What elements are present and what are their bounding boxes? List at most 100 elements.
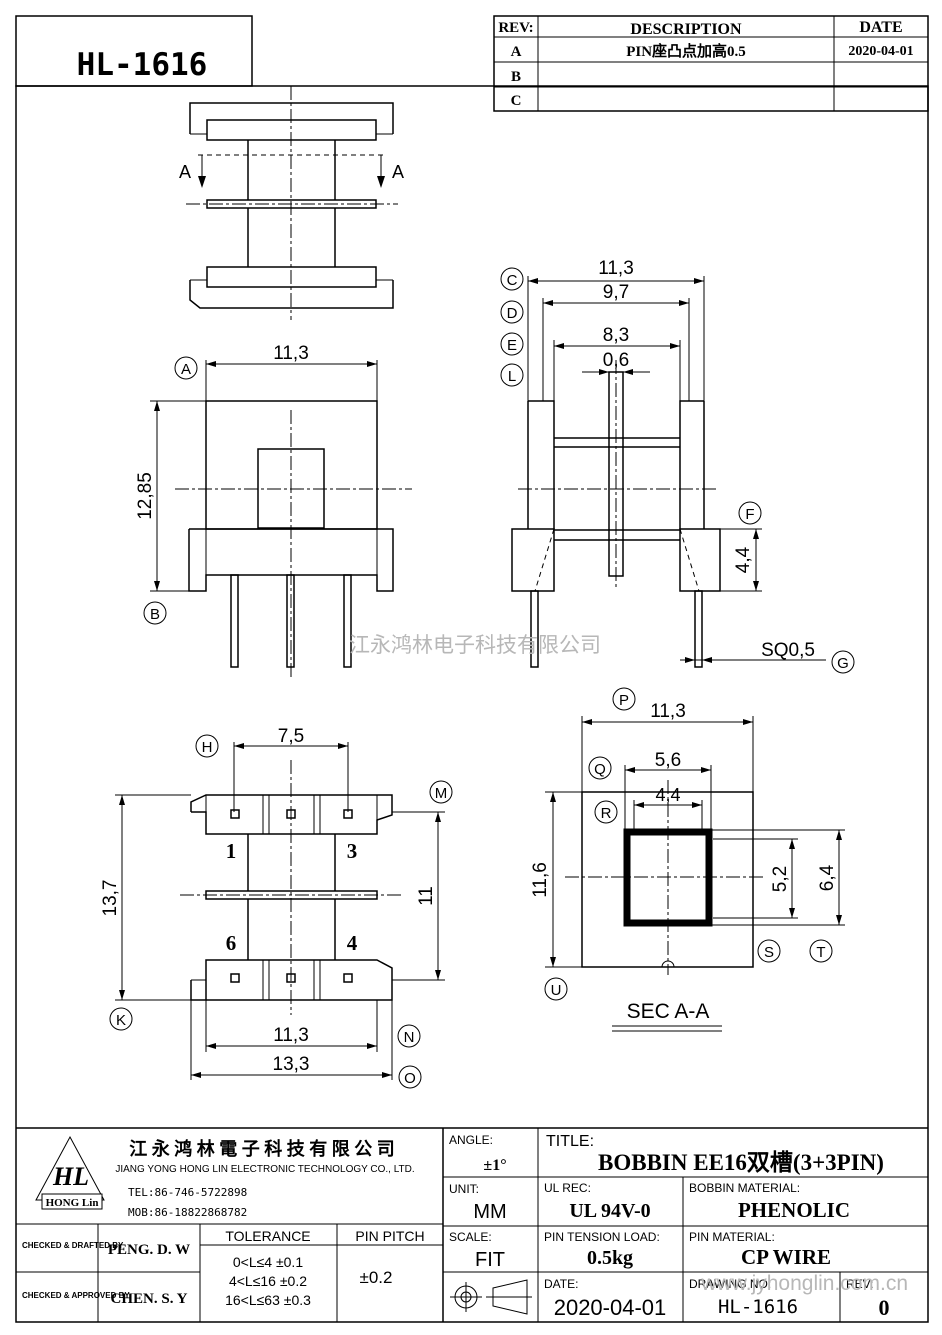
checked-drafted-label: CHECKED & DRAFTED BY <box>22 1241 124 1250</box>
title-value: BOBBIN EE16双槽(3+3PIN) <box>598 1150 884 1175</box>
bobbin-material-value: PHENOLIC <box>738 1198 850 1222</box>
tolerance-line-1: 0<L≤4 ±0.1 <box>233 1254 303 1270</box>
pin-material-label: PIN MATERIAL: <box>689 1230 775 1244</box>
company-name-cn: 江 永 鸿 林 電 子 科 技 有 限 公 司 <box>129 1138 395 1159</box>
callout-p: P <box>619 692 629 709</box>
dim-section-11-3: 11,3 <box>650 701 686 722</box>
checked-drafted-name: PENG. D. W <box>108 1242 190 1258</box>
company-mob: MOB:86-18822868782 <box>128 1206 247 1219</box>
pin-pitch-value: ±0.2 <box>360 1268 393 1287</box>
callout-f: F <box>745 506 754 523</box>
dim-bottom-11-3: 11,3 <box>273 1025 309 1046</box>
dim-pin-square: SQ0,5 <box>761 640 815 661</box>
rev-row-a-id: A <box>511 44 522 60</box>
part-no-box <box>15 15 253 87</box>
angle-value: ±1° <box>483 1157 506 1174</box>
revision-table: REV: DESCRIPTION DATE A PIN座凸点加高0.5 2020… <box>493 15 929 112</box>
callout-b: B <box>150 606 160 623</box>
dim-bottom-7-5: 7,5 <box>278 726 304 747</box>
dim-side-8-3: 8,3 <box>603 325 629 346</box>
unit-label: UNIT: <box>449 1182 479 1196</box>
dim-section-6-4: 6,4 <box>817 864 838 891</box>
company-tel: TEL:86-746-5722898 <box>128 1186 247 1199</box>
unit-value: MM <box>473 1201 506 1223</box>
callout-t: T <box>816 944 825 961</box>
pin-number-6: 6 <box>226 931 237 955</box>
tolerance-line-2: 4<L≤16 ±0.2 <box>229 1273 307 1289</box>
dim-section-5-6: 5,6 <box>655 750 681 771</box>
pin-tension-label: PIN TENSION LOAD: <box>544 1230 660 1244</box>
watermark-url: www.jyhonglin.com.cn <box>700 1272 908 1295</box>
pin-number-1: 1 <box>226 839 237 863</box>
dim-bottom-13-7: 13,7 <box>100 880 121 917</box>
side-view: 11,3 9,7 8,3 0,6 4,4 SQ0,5 <box>511 258 826 668</box>
pin-pitch-label: PIN PITCH <box>355 1228 424 1244</box>
projection-symbol-icon <box>450 1279 532 1315</box>
dim-side-0-6: 0,6 <box>603 350 629 371</box>
dim-side-4-4: 4,4 <box>733 546 754 573</box>
section-marker-left: A <box>179 162 191 182</box>
ul-label: UL REC: <box>544 1181 591 1195</box>
rev-row-a-description: PIN座凸点加高0.5 <box>626 42 746 60</box>
dim-bottom-11: 11 <box>416 886 437 906</box>
dim-side-outer: 11,3 <box>598 258 634 279</box>
checked-approved-label: CHECKED & APPROVED BY <box>22 1291 130 1300</box>
dim-front-width: 11,3 <box>273 343 309 364</box>
date-label: DATE: <box>544 1277 578 1291</box>
dim-section-4-4: 4,4 <box>655 785 680 805</box>
callouts: A B C D E L F G H M K N O P Q R S T U <box>109 267 855 1089</box>
callout-s: S <box>764 944 774 961</box>
description-header: DESCRIPTION <box>630 21 742 38</box>
company-name-en: JIANG YONG HONG LIN ELECTRONIC TECHNOLOG… <box>115 1164 414 1175</box>
scale-value: FIT <box>475 1249 505 1271</box>
dim-bottom-13-3: 13,3 <box>273 1054 310 1075</box>
callout-c: C <box>507 272 518 289</box>
rev-row-c-id: C <box>511 93 522 109</box>
rev-value: 0 <box>879 1295 890 1320</box>
rev-row-a-date: 2020-04-01 <box>848 44 913 59</box>
bottom-view: 1 3 6 4 7,5 13,7 11 11,3 <box>100 726 445 1080</box>
callout-q: Q <box>594 761 606 778</box>
callout-u: U <box>551 982 562 999</box>
pin-number-4: 4 <box>347 931 358 955</box>
rev-header: REV: <box>498 20 533 36</box>
sheet-border <box>15 85 929 1323</box>
callout-h: H <box>202 739 213 756</box>
pin-number-3: 3 <box>347 839 358 863</box>
section-marker-right: A <box>392 162 404 182</box>
title-block: HL HONG Lin 江 永 鸿 林 電 子 科 技 有 限 公 司 JIAN… <box>16 1127 928 1322</box>
dim-section-11-6: 11,6 <box>530 862 551 898</box>
tolerance-label: TOLERANCE <box>225 1228 310 1244</box>
angle-label: ANGLE: <box>449 1133 493 1147</box>
callout-g: G <box>837 655 849 672</box>
dim-side-9-7: 9,7 <box>603 282 629 303</box>
date-header: DATE <box>859 19 902 36</box>
company-logo: HL <box>52 1162 89 1191</box>
callout-n: N <box>404 1029 415 1046</box>
drawing-no-value: HL-1616 <box>718 1296 798 1318</box>
callout-l: L <box>508 368 516 385</box>
scale-label: SCALE: <box>449 1230 492 1244</box>
front-view: 11,3 12,85 <box>135 343 412 680</box>
bobbin-material-label: BOBBIN MATERIAL: <box>689 1181 800 1195</box>
drawing-no-label: DRAWING NO: <box>689 1277 771 1291</box>
part-number: HL-1616 <box>77 47 208 83</box>
title-label: TITLE: <box>546 1133 594 1150</box>
top-view: A A <box>179 86 404 320</box>
callout-d: D <box>507 305 518 322</box>
pin-tension-value: 0.5kg <box>587 1247 633 1269</box>
section-title: SEC A-A <box>627 1000 710 1023</box>
callout-r: R <box>601 805 612 822</box>
section-a-a-view: 11,3 5,6 4,4 11,6 5,2 6,4 <box>530 701 845 1032</box>
watermark-company: 江永鸿林电子科技有限公司 <box>349 634 601 657</box>
dim-section-5-2: 5,2 <box>770 866 791 892</box>
callout-o: O <box>404 1070 416 1087</box>
tolerance-line-3: 16<L≤63 ±0.3 <box>225 1292 311 1308</box>
pin-material-value: CP WIRE <box>741 1245 831 1269</box>
callout-e: E <box>507 337 517 354</box>
date-value: 2020-04-01 <box>554 1295 667 1320</box>
checked-approved-name: CHEN. S. Y <box>111 1291 188 1307</box>
company-logo-sub: HONG Lin <box>46 1197 99 1209</box>
ul-value: UL 94V-0 <box>569 1200 650 1222</box>
